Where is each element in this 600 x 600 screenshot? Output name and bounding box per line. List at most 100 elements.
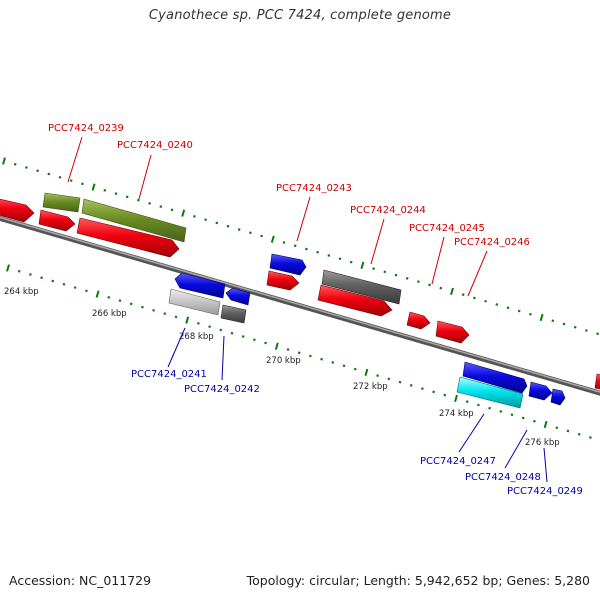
gene-arrow[interactable] (594, 373, 600, 391)
tick-mark (25, 166, 28, 169)
tick-track-lower (6, 264, 592, 439)
tick-mark (566, 429, 570, 433)
tick-mark (417, 280, 420, 283)
kbp-label: 266 kbp (92, 309, 127, 319)
tick-mark (506, 306, 510, 310)
tick-mark (349, 260, 353, 264)
gene-arrow[interactable] (38, 209, 76, 232)
gene-arrow[interactable] (406, 311, 431, 330)
gene-arrow[interactable] (225, 287, 251, 306)
locus-tag-label[interactable]: PCC7424_0248 (465, 472, 541, 483)
gene-arrow[interactable] (76, 217, 180, 258)
tick-mark (95, 290, 100, 298)
tick-mark (421, 387, 424, 390)
tick-mark (521, 416, 525, 420)
tick-mark (286, 348, 290, 351)
locus-tag-label[interactable]: PCC7424_0241 (131, 369, 207, 380)
gene-arrow[interactable] (168, 288, 221, 316)
gene-arrow[interactable] (550, 388, 566, 406)
kbp-scale: 264 kbp 266 kbp 268 kbp 270 kbp 272 kbp … (4, 287, 560, 448)
tick-mark (103, 188, 107, 192)
gene-arrow[interactable] (0, 197, 35, 223)
tick-mark (274, 342, 279, 350)
tick-mark (69, 179, 73, 182)
gene-arrow[interactable] (269, 253, 307, 276)
tick-mark (309, 354, 312, 358)
tick-mark (439, 286, 443, 290)
tick-mark (62, 282, 66, 286)
tick-mark (208, 325, 211, 329)
tick-mark (2, 157, 6, 165)
tick-mark (510, 413, 514, 417)
label-leaders (67, 136, 548, 483)
tick-mark (40, 276, 43, 280)
tick-mark (226, 224, 230, 228)
locus-tag-label[interactable]: PCC7424_0245 (409, 223, 485, 234)
gene-arrow[interactable] (42, 192, 81, 213)
tick-mark (51, 279, 55, 283)
gene-arrow[interactable] (456, 376, 524, 409)
tick-mark (555, 426, 559, 430)
kbp-label: 264 kbp (4, 287, 39, 297)
kbp-label: 272 kbp (353, 382, 388, 392)
tick-mark (488, 406, 491, 410)
tick-mark (282, 241, 286, 244)
tick-mark (596, 332, 599, 336)
gene-arrow[interactable] (81, 198, 187, 243)
tick-mark (215, 221, 219, 225)
kbp-label: 274 kbp (439, 409, 474, 419)
tick-mark (551, 319, 555, 323)
locus-tag-label[interactable]: PCC7424_0240 (117, 140, 193, 151)
tick-mark (585, 329, 588, 332)
gene-arrow[interactable] (266, 270, 300, 291)
tick-mark (163, 312, 167, 316)
tick-mark (181, 209, 186, 217)
gene-arrow[interactable] (317, 284, 393, 317)
tick-mark (405, 277, 409, 280)
tick-mark (264, 341, 267, 345)
tick-mark (58, 175, 62, 179)
tick-mark (237, 228, 241, 231)
tick-mark (230, 331, 234, 335)
tick-mark (484, 299, 487, 303)
tick-mark (432, 390, 435, 394)
gene-arrow[interactable] (220, 304, 247, 324)
tick-mark (73, 286, 77, 289)
tick-mark (473, 296, 476, 300)
tick-mark (118, 299, 122, 302)
locus-tag-label[interactable]: PCC7424_0249 (507, 486, 583, 497)
tick-mark (338, 257, 342, 261)
gene-arrow[interactable] (435, 320, 470, 344)
locus-tag-label[interactable]: PCC7424_0242 (184, 384, 260, 395)
locus-tag-label[interactable]: PCC7424_0246 (454, 237, 530, 248)
locus-tag-label[interactable]: PCC7424_0247 (420, 456, 496, 467)
locus-tag-label[interactable]: PCC7424_0239 (48, 123, 124, 134)
tick-mark (159, 205, 163, 209)
tick-mark (529, 312, 532, 316)
tick-mark (360, 261, 365, 269)
tick-mark (394, 273, 398, 277)
gene-arrow[interactable] (462, 361, 528, 394)
tick-mark (316, 250, 319, 254)
tick-mark (589, 436, 592, 439)
locus-tag-label[interactable]: PCC7424_0243 (276, 183, 352, 194)
gene-arrow[interactable] (528, 381, 553, 401)
tick-mark (539, 313, 544, 322)
tick-mark (573, 325, 577, 329)
kbp-label: 276 kbp (525, 438, 560, 448)
locus-tag-label[interactable]: PCC7424_0244 (350, 205, 426, 216)
tick-mark (383, 270, 387, 274)
tick-mark (428, 283, 431, 287)
tick-mark (125, 195, 129, 199)
tick-mark (327, 254, 331, 257)
tick-mark (454, 394, 458, 403)
gene-arrow[interactable] (174, 272, 226, 299)
tick-mark (29, 273, 32, 276)
tick-mark (170, 208, 174, 212)
tick-mark (270, 235, 275, 243)
gene-arrow[interactable] (321, 269, 402, 305)
tick-mark (342, 364, 346, 368)
tick-mark (197, 322, 200, 325)
tick-mark (174, 315, 178, 319)
tick-mark (81, 182, 84, 186)
